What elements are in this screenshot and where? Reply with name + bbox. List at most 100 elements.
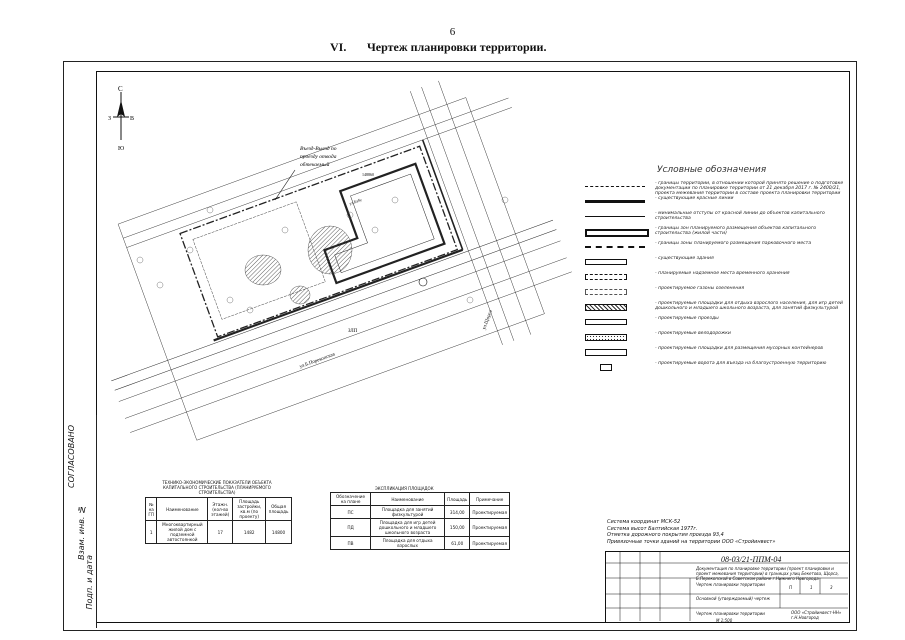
legend-symbol	[585, 216, 645, 217]
note-line: Система координат МСК-52	[607, 519, 681, 525]
table-cell: 17	[207, 520, 234, 544]
table1-header: № на ГП	[144, 497, 158, 521]
legend-text: - проектируемые площадки для отдыха взро…	[655, 301, 843, 311]
title-block-sheet: 1	[810, 585, 813, 590]
table2-caption: ЭКСПЛИКАЦИЯ ПЛОЩАДОК	[375, 486, 434, 491]
compass-west: З	[108, 116, 111, 122]
compass-south: Ю	[118, 146, 124, 152]
table-cell: 1482	[232, 520, 267, 544]
playground-pv	[289, 285, 311, 305]
legend-item: - проектируемые площадки для отдыха взро…	[585, 301, 847, 316]
table2-header: Примечание	[469, 492, 510, 506]
legend-item: - границы зоны планируемого размещения п…	[585, 241, 847, 256]
legend-symbol	[585, 334, 627, 341]
table-cell: 1	[144, 520, 158, 544]
playground-pd	[244, 254, 282, 286]
legend-item: - проектируемые площадки для размещения …	[585, 346, 847, 361]
table1-header: Общая площадь	[265, 497, 292, 521]
legend-item: - проектируемые велодорожки	[585, 331, 847, 346]
legend-symbol	[600, 364, 612, 371]
table1-header: Площадь застройки, кв.м (по проекту)	[232, 497, 267, 521]
callout-line1: Въезд-Выезд по	[300, 145, 337, 152]
legend-symbol	[585, 259, 627, 265]
title-block-row1: Чертеж планировки территории	[696, 582, 765, 587]
legend-item: - планируемые надземное места временного…	[585, 271, 847, 286]
note-line: Отметка дорожного покрытия проезда 93,4	[607, 532, 724, 538]
label-street-south: ул.Б.Порекопская	[299, 352, 337, 370]
legend-symbol	[585, 289, 627, 295]
table-cell: 14800	[265, 520, 292, 544]
legend: Условные обозначения - границы территори…	[585, 165, 847, 376]
compass-east: В	[130, 116, 134, 122]
table2-header: Площадь	[444, 492, 471, 506]
legend-text: - границы зоны планируемого размещения п…	[655, 241, 812, 246]
table2-header: Обозначение на плане	[329, 492, 372, 506]
table2-header: Наименование	[370, 492, 446, 506]
legend-item: - проектируемое газоны озеленения	[585, 286, 847, 301]
section-title: Чертеж планировки территории.	[367, 40, 547, 54]
stamp-grid	[605, 551, 848, 621]
title-block-row2: Основной (утверждаемый) чертеж	[696, 596, 770, 601]
table-cell: Площадка для игр детей дошкольного и мла…	[370, 518, 446, 537]
legend-text: - границы территории, в отношении которо…	[655, 181, 844, 196]
title-block-row3: Чертеж планировки территории	[696, 611, 765, 616]
table-cell: 150,00	[444, 518, 471, 537]
table-cell: ПВ	[329, 536, 372, 550]
compass-rose: С Ю З В	[108, 85, 134, 152]
legend-item: - существующие здания	[585, 256, 847, 271]
table-cell: Проектируемая	[469, 536, 510, 550]
compass-north: С	[118, 85, 123, 93]
table1-header: Этажн. (кол-во этажей)	[207, 497, 234, 521]
legend-text: - существующие красные линии	[655, 196, 734, 201]
title-block: 08-03/21-ППМ-04 Документация по планиров…	[605, 551, 849, 623]
legend-symbol	[585, 319, 627, 325]
label-zone: ЗЛП	[348, 329, 358, 334]
legend-item: - границы зон планируемого размещения об…	[585, 226, 847, 241]
section-heading: VI. Чертеж планировки территории.	[330, 40, 546, 55]
drawing-sheet	[63, 61, 857, 631]
page-number: 6	[449, 26, 456, 38]
playground-ps	[307, 225, 353, 275]
legend-text: - проектируемые велодорожки	[655, 331, 731, 336]
legend-text: - границы зон планируемого размещения об…	[655, 226, 817, 236]
legend-symbol	[585, 349, 627, 356]
legend-text: - планируемые надземное места временного…	[655, 271, 790, 276]
legend-item: - существующие красные линии	[585, 196, 847, 211]
legend-item: - проектируемые ворота для въезда на бла…	[585, 361, 847, 376]
legend-symbol	[585, 304, 627, 311]
site-plan-base	[111, 80, 572, 441]
title-block-scale: М 1:500	[716, 618, 733, 623]
legend-text: - минимальные отступы от красной линии д…	[655, 211, 825, 221]
table-cell: Площадка для отдыха взрослых	[370, 536, 446, 550]
note-line: Привязочные точки зданий на территории О…	[607, 538, 776, 545]
trees	[136, 196, 509, 314]
legend-symbol	[585, 229, 649, 237]
title-block-stage: П	[789, 585, 793, 590]
drawing-frame	[96, 71, 850, 623]
title-block-sheets: 3	[830, 585, 833, 590]
table-cell: ПС	[329, 505, 372, 519]
legend-title: Условные обозначения	[657, 165, 767, 175]
table-cell: 314,00	[444, 505, 471, 519]
legend-item: - проектируемые проезды	[585, 316, 847, 331]
title-block-code: 08-03/21-ППМ-04	[721, 555, 782, 564]
title-block-org: ООО «Стройинвест-НН» г.Н.Новгород	[791, 610, 842, 620]
legend-symbol	[585, 186, 645, 187]
note-line: Система высот Балтийская 1977г.	[607, 525, 698, 532]
legend-symbol	[585, 274, 627, 280]
title-block-desc: Документация по планировке территории (п…	[696, 566, 839, 581]
legend-item: - границы территории, в отношении которо…	[585, 181, 847, 196]
table-cell: ПД	[329, 518, 372, 537]
label-street-east: ул.Щорса	[482, 309, 494, 331]
legend-symbol	[585, 246, 645, 248]
table1-caption: ТЕХНИКО-ЭКОНОМИЧЕСКИЕ ПОКАЗАТЕЛИ ОБЪЕКТА…	[162, 480, 272, 495]
legend-symbol	[585, 200, 645, 203]
left-strip: СОГЛАСОВАНО Взам. инв. № Подп. и дата	[65, 415, 97, 628]
table-cell: Площадка для занятий физкультурой	[370, 505, 446, 519]
legend-text: - существующие здания	[655, 256, 714, 261]
